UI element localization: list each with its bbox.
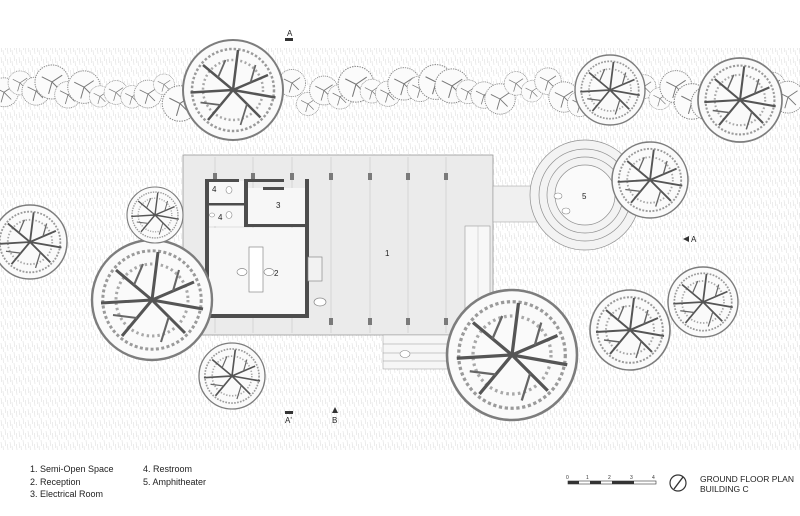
amphitheater [529,139,641,251]
room-number-reception: 2 [274,269,279,278]
scale-tick-label: 0 [566,475,569,481]
tree-icon [0,204,68,280]
svg-text:A: A [287,29,293,38]
section-mark-a-right: A [683,235,697,244]
tree-icon [181,38,285,142]
room-number-restroom: 4 [218,213,223,222]
tree-icon [198,342,266,410]
tree-icon [589,289,671,371]
scale-tick-label: 4 [652,475,655,481]
tree-icon [611,141,689,219]
drawing-subtitle: BUILDING C [700,484,749,494]
tree-icon [696,56,784,144]
title-block: GROUND FLOOR PLAN BUILDING C [700,474,794,494]
section-mark-b-bottom: B [332,407,338,425]
north-arrow-icon [669,474,687,492]
legend-item: 3. Electrical Room [30,489,104,499]
legend-item: 1. Semi-Open Space [30,464,114,474]
svg-text:A: A [691,235,697,244]
legend-item: 2. Reception [30,476,81,487]
svg-text:B: B [332,416,337,425]
scale-tick-label: 3 [630,475,633,481]
scale-tick-label: 2 [608,475,611,481]
column-marks [213,173,448,325]
tree-icon [445,288,579,422]
section-mark-a-bottom: A' [285,411,293,425]
room-number-electrical-room: 3 [276,201,281,210]
electrical-room-floor [248,188,306,226]
tree-icon [126,186,184,244]
room-number-amphitheater: 5 [582,192,587,201]
restroom-fixtures [209,186,233,219]
legend-item: 4. Restroom [143,464,193,474]
legend-column-2: 4. Restroom 5. Amphitheater [143,463,206,488]
tree-icon [667,266,739,338]
section-mark-a-top: A [285,29,293,41]
walls [205,179,309,318]
scale-bar [567,480,657,485]
reception-furniture [236,246,327,307]
drawing-title: GROUND FLOOR PLAN [700,474,794,484]
scale-bar-labels: 0 1 2 3 4 [566,475,658,485]
tree-icon [90,238,214,362]
svg-text:A': A' [285,416,292,425]
legend-item: 5. Amphitheater [143,476,207,487]
scale-tick-label: 1 [586,475,589,481]
legend-column-1: 1. Semi-Open Space 2. Reception 3. Elect… [30,463,114,501]
room-number-semi-open-space: 1 [385,249,390,258]
tree-icon [574,54,646,126]
room-number-restroom: 4 [212,185,217,194]
